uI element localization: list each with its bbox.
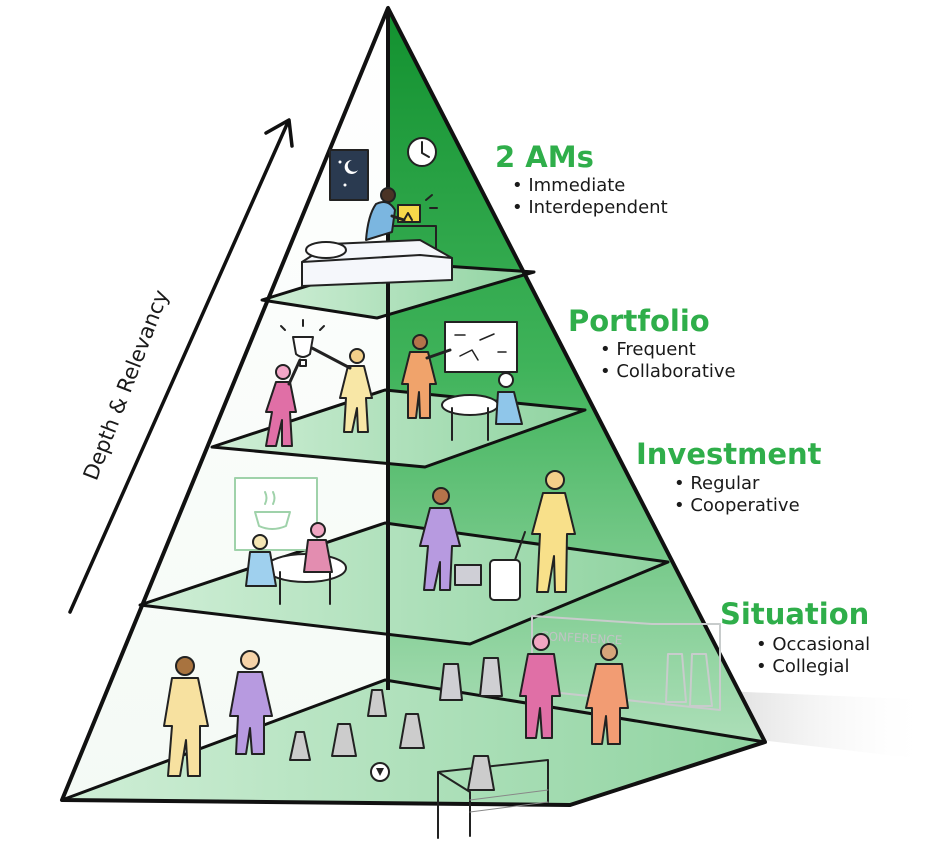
pillow [305,241,347,259]
pyramid-outline [60,6,767,807]
desk [393,225,437,249]
person-pink [265,381,297,447]
person-cafe-2 [303,539,333,573]
kid-3 [367,689,387,717]
person-field-2 [229,671,273,755]
person-traveler [531,492,576,593]
level-points-situation: Occasional Collegial [756,634,870,678]
point-frequent: Frequent [600,339,736,361]
kid-4 [399,713,425,749]
suitcase [489,559,521,601]
whiteboard [444,321,518,373]
illustration-office [265,319,523,447]
kid-5 [467,755,495,791]
point-immediate: Immediate [512,175,668,197]
pyramid-shadow [700,690,931,760]
person-faded-1 [665,653,687,703]
point-collegial: Collegial [756,656,870,678]
kid-1 [289,731,311,761]
point-collaborative: Collaborative [600,361,735,383]
person-field-1 [163,677,209,777]
conference-sign: CONFERENCE [540,629,623,647]
point-occasional: Occasional [756,634,870,656]
illustration-bedroom [301,137,453,287]
person-cafe-1 [245,551,277,587]
person-grey-2 [479,657,503,697]
person-faded-2 [689,653,713,707]
person-coral [585,663,629,745]
person-head [380,187,396,203]
illustration-travel [234,470,576,605]
illustration-field: CONFERENCE [163,615,721,839]
level-points-investment: Regular Cooperative [674,473,800,517]
person-body [365,201,396,241]
person-orange [401,351,437,419]
person-magenta [519,653,561,739]
person-yellow [339,365,373,433]
point-interdependent: Interdependent [512,197,667,219]
point-cooperative: Cooperative [674,495,799,517]
coffee-sign [234,477,318,551]
point-regular: Regular [674,473,800,495]
level-points-portfolio: Frequent Collaborative [600,339,736,383]
depth-arrow [68,118,294,614]
person-purple [419,507,461,591]
person-grey-1 [439,663,463,701]
briefcase [454,564,482,586]
kid-2 [331,723,357,757]
night-window [329,149,369,201]
level-points-2ams: Immediate Interdependent [512,175,668,219]
level-title-situation: Situation [720,597,870,631]
table [441,394,499,416]
level-title-2ams: 2 AMs [495,140,594,174]
trophy-icon [292,336,314,367]
person-seated [495,391,523,425]
level-title-portfolio: Portfolio [568,304,710,338]
level-title-investment: Investment [636,437,822,471]
